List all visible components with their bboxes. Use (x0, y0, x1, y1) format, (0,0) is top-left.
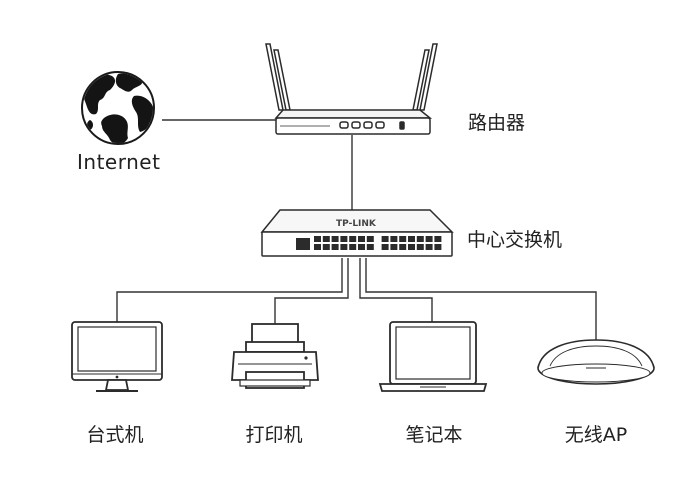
switch-port (434, 244, 442, 250)
line-switch-laptop (359, 258, 433, 322)
switch-port (314, 244, 321, 250)
switch-port (340, 236, 348, 242)
switch-port (390, 236, 398, 242)
switch-port (331, 244, 339, 250)
switch-port (381, 244, 389, 250)
switch-port (399, 244, 407, 250)
line-switch-ap (365, 258, 597, 340)
printer-label: 打印机 (245, 424, 303, 446)
line-switch-printer (274, 258, 349, 324)
switch-port (416, 244, 424, 250)
router-icon (265, 43, 438, 135)
switch-port (331, 236, 339, 242)
switch-port (399, 236, 407, 242)
switch-port (390, 244, 398, 250)
globe-icon (81, 71, 155, 145)
router-label: 路由器 (468, 112, 526, 134)
access-point-label: 无线AP (564, 424, 628, 446)
switch-port (366, 236, 374, 242)
desktop-label: 台式机 (86, 424, 144, 446)
printer-icon (231, 323, 319, 389)
connection-lines (116, 119, 597, 340)
switch-port (358, 244, 365, 250)
internet-label: Internet (77, 150, 161, 174)
switch-port (381, 236, 389, 242)
switch-port (366, 244, 374, 250)
switch-port (416, 236, 424, 242)
switch-port (340, 244, 348, 250)
switch-port (322, 236, 330, 242)
switch-port (408, 244, 415, 250)
laptop-icon (378, 321, 488, 392)
switch-icon: TP-LINK (260, 209, 454, 257)
switch-port (349, 236, 357, 242)
switch-label: 中心交换机 (467, 229, 563, 251)
switch-port (425, 244, 433, 250)
switch-port (434, 236, 442, 242)
switch-port (349, 244, 357, 250)
switch-port (314, 236, 321, 242)
switch-brand-label: TP-LINK (336, 219, 377, 229)
switch-port (425, 236, 433, 242)
laptop-label: 笔记本 (405, 424, 463, 446)
switch-port (358, 236, 365, 242)
switch-port (322, 244, 330, 250)
line-switch-desktop (116, 258, 343, 322)
desktop-icon (71, 321, 163, 392)
switch-port (408, 236, 415, 242)
access-point-icon (537, 339, 655, 385)
